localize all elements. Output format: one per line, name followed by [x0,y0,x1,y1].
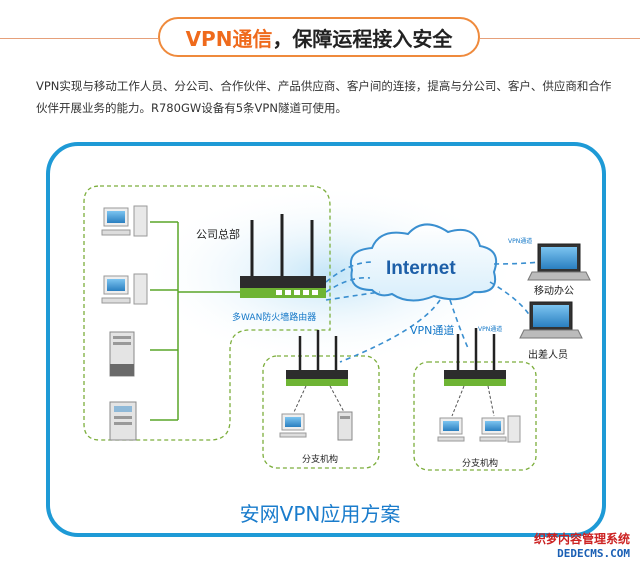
watermark: 织梦内容管理系统 DEDECMS.COM [534,530,630,560]
hq-label: 公司总部 [196,228,240,241]
pc-icon-2 [101,273,148,305]
branch2-router-icon [444,328,506,386]
tiny-vpn-label-1: VPN通道 [508,238,533,245]
pc-icon-1 [101,205,148,237]
traveler-label: 出差人员 [528,350,568,361]
branch2-label: 分支机构 [462,459,499,469]
title-rest: ，保障运程接入安全 [272,26,453,51]
solution-title: 安网VPN应用方案 [239,502,401,526]
traveler-laptop-icon [519,301,583,339]
branch1-dashed-boundary [262,355,380,469]
tiny-vpn-label-2: VPN通道 [478,326,503,333]
mobile-office-laptop-icon [527,243,591,281]
server-icon-1 [109,331,135,377]
mobile-office-label: 移动办公 [534,286,574,297]
vpn-channel-label: VPN通道 [410,324,455,337]
page-title: VPN通信 ，保障运程接入安全 [158,17,480,57]
branch1-pc-icon [279,413,307,438]
watermark-line-1: 织梦内容管理系统 [533,532,630,546]
server-icon-2 [109,401,137,441]
vpn-dashed-links [325,261,541,363]
router-label: 多WAN防火墙路由器 [232,313,317,323]
hq-lan-lines [150,221,240,421]
internet-label: Internet [386,258,456,279]
branch1-router-icon [286,330,348,386]
hq-dashed-boundary [83,185,331,441]
branch-lan-links [293,385,495,417]
description: VPN实现与移动工作人员、分公司、合作伙伴、产品供应商、客户间的连接，提高与分公… [36,75,616,119]
description-line-1: VPN实现与移动工作人员、分公司、合作伙伴、产品供应商、客户间的连接，提高与分公… [36,79,612,93]
branch2-dashed-boundary [413,361,537,471]
branch1-label: 分支机构 [302,455,339,465]
branch2-pc-icon-2 [479,415,521,443]
main-router-icon [240,214,326,298]
description-line-2: 伙伴开展业务的能力。R780GW设备有5条VPN隧道可使用。 [36,101,347,115]
title-highlight: VPN通信 [185,26,273,51]
internet-cloud [350,223,498,302]
header-rule-right [480,38,640,39]
branch1-server-icon [337,411,353,441]
branch2-pc-icon-1 [437,417,465,442]
header-rule-left [0,38,158,39]
watermark-line-2: DEDECMS.COM [557,547,630,560]
